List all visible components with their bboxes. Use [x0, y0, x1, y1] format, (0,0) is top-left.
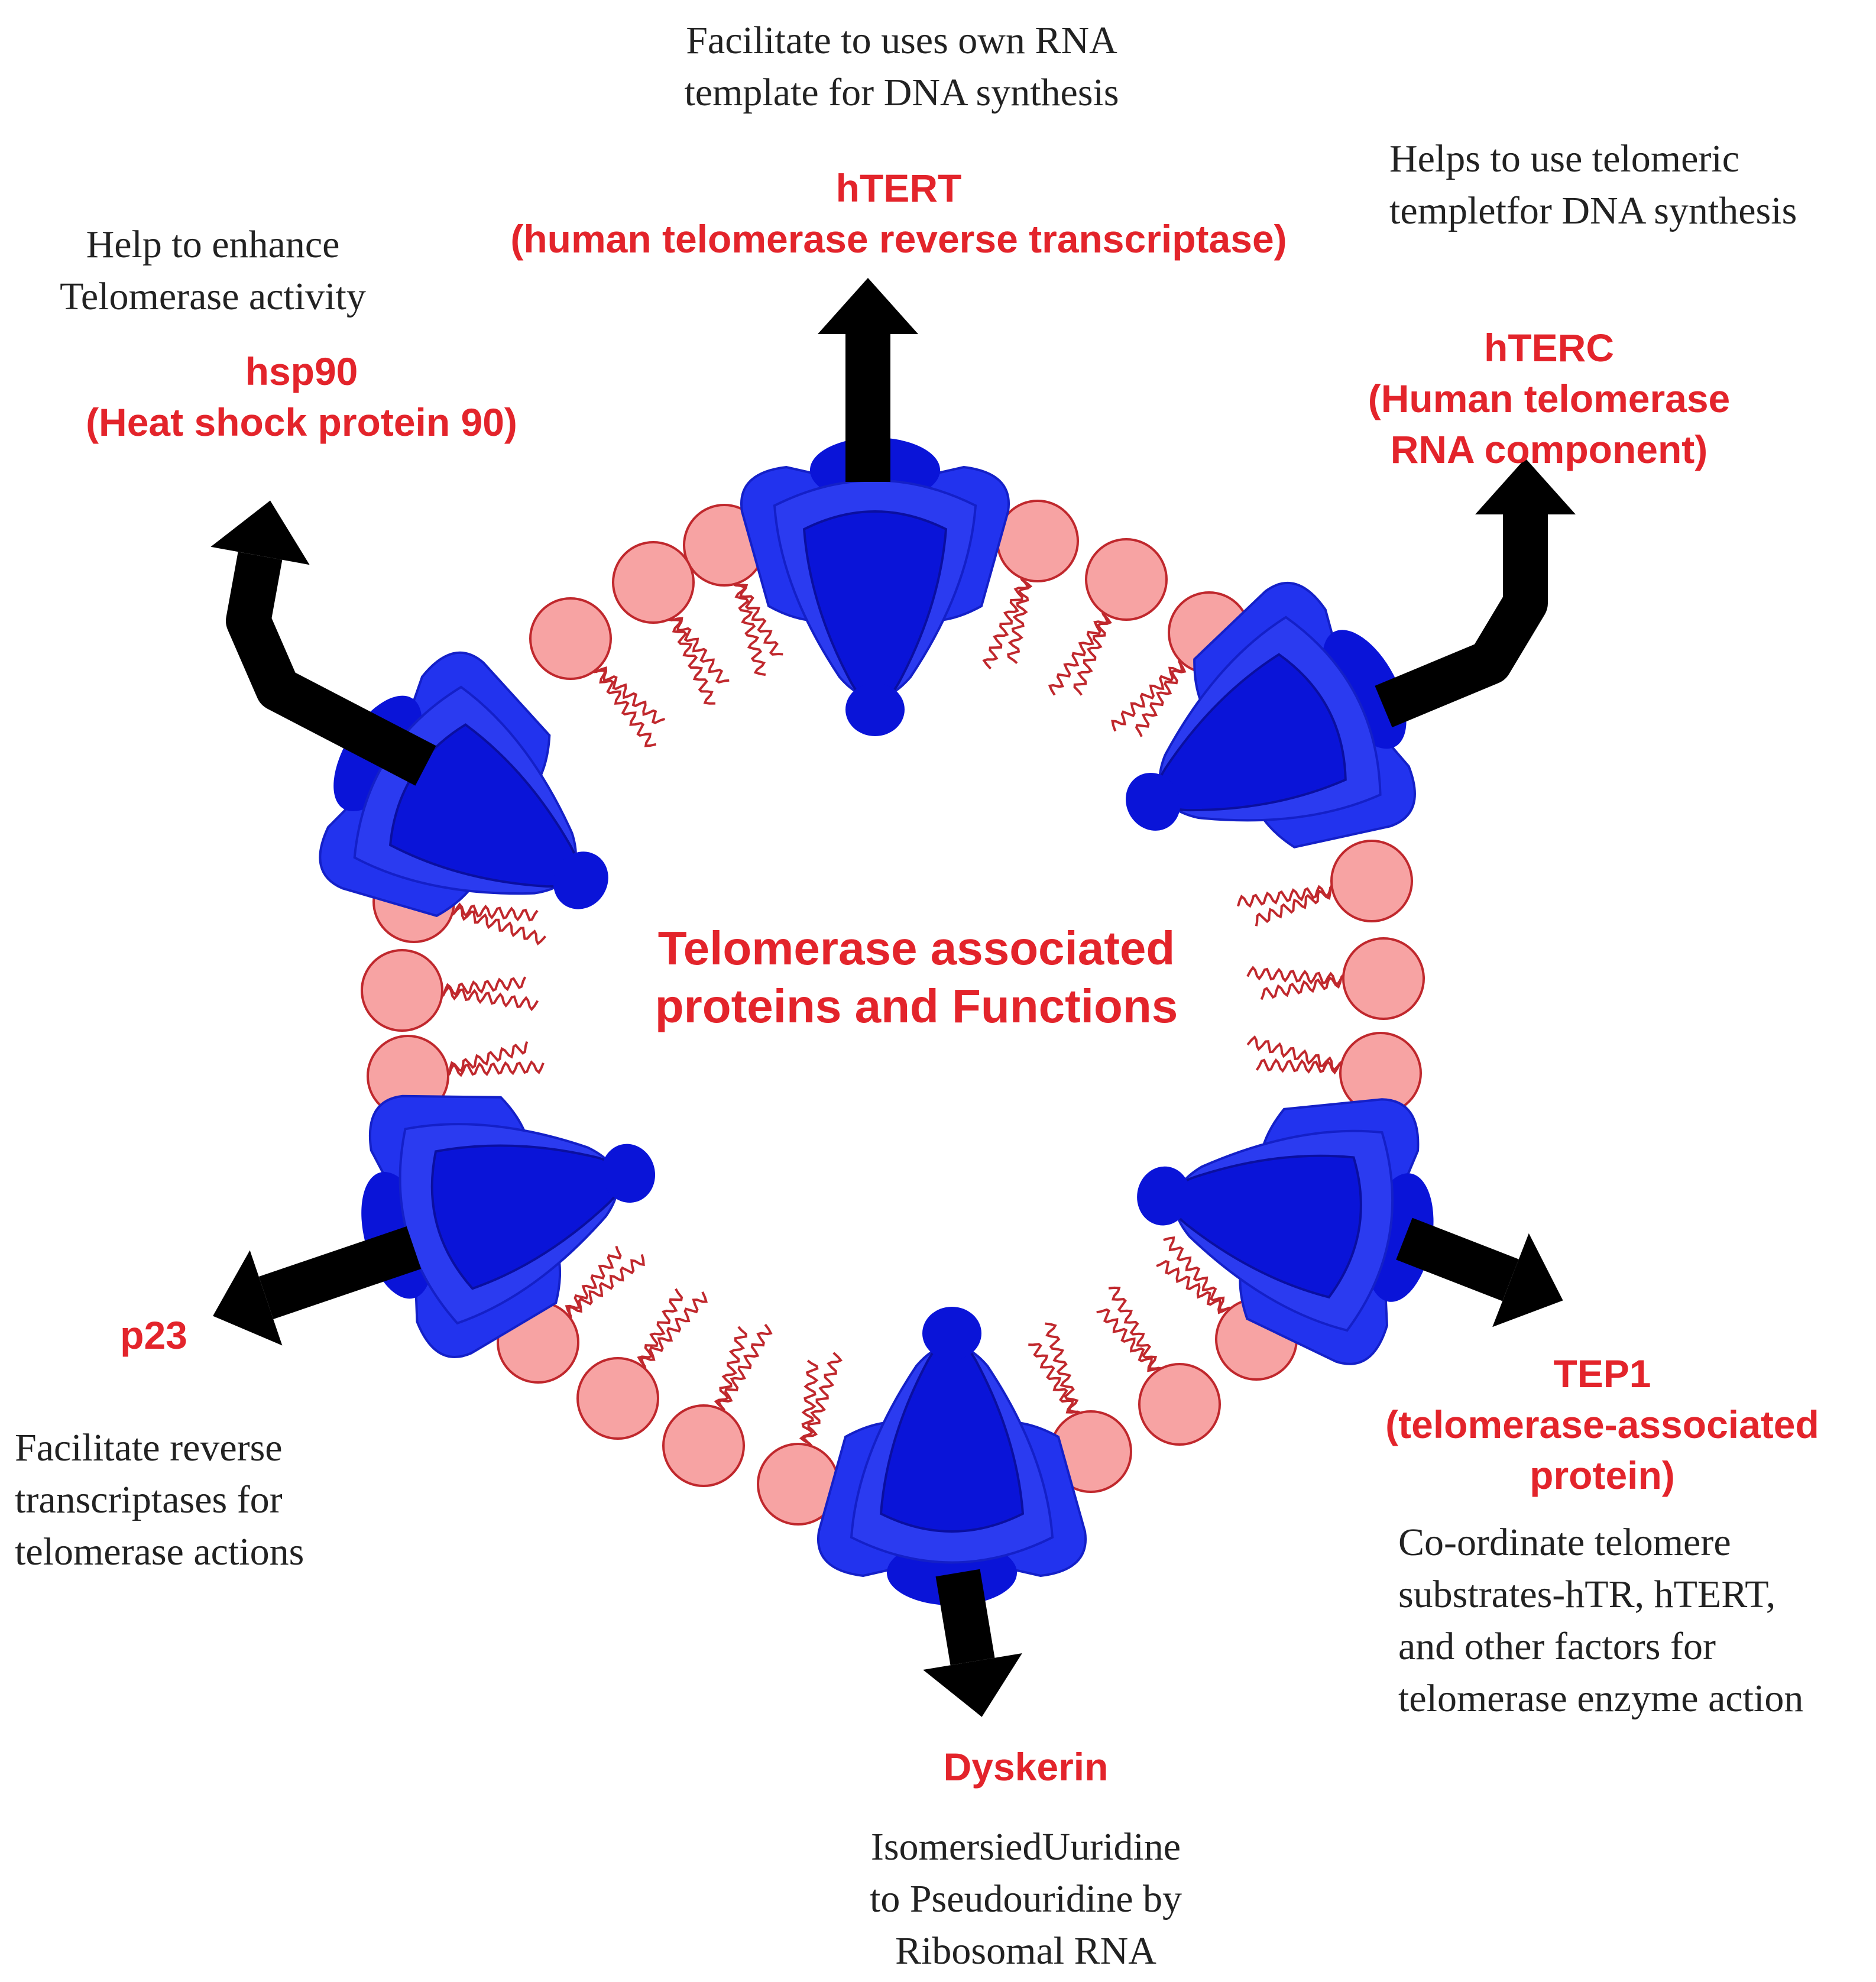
lipid-tail — [564, 1245, 622, 1320]
p23-arrow-head — [213, 1250, 283, 1346]
lipid-tail — [1260, 974, 1348, 1000]
lipid-head — [996, 500, 1079, 582]
lipid-tail — [438, 976, 527, 998]
lipid-tail — [1246, 966, 1348, 987]
lipid-head — [1138, 1363, 1221, 1446]
lipid-tail — [591, 665, 657, 747]
lipid-tail — [668, 613, 730, 684]
lipid-tail — [1108, 1286, 1164, 1375]
lipid-tail — [1045, 1322, 1083, 1419]
lipid-tail — [639, 1291, 708, 1372]
p23-label: p23 — [120, 1313, 187, 1357]
dyskerin-protein — [817, 1307, 1087, 1605]
lipid-tail — [448, 902, 539, 922]
lipid-tail — [1255, 1058, 1346, 1075]
lipid-tail — [717, 1323, 773, 1414]
dyskerin-arrow-shaft — [935, 1569, 995, 1666]
tep1-protein — [1137, 1098, 1434, 1365]
htert-function: Facilitate to uses own RNA template for … — [684, 19, 1119, 114]
hterc-arrow-head — [1475, 458, 1576, 514]
lipid-tail — [443, 1041, 529, 1076]
tep1-arrow-shaft — [1396, 1217, 1519, 1301]
lipid-tails — [438, 575, 1348, 1450]
lipid-tail — [1135, 658, 1187, 737]
lipid-head — [1330, 840, 1413, 922]
hterc-label: hTERC (Human telomerase RNA component) — [1368, 326, 1731, 471]
htert-arrow-head — [818, 278, 918, 334]
lipid-tail — [1096, 1308, 1162, 1375]
hsp90-arrow-head — [210, 500, 310, 565]
lipid-tail — [1156, 1260, 1232, 1314]
lipid-head — [576, 1357, 659, 1440]
lipid-tail — [714, 1326, 747, 1414]
p23-protein — [361, 1094, 656, 1359]
lipid-tail — [1028, 1343, 1081, 1419]
htert-label: hTERT (human telomerase reverse transcri… — [510, 166, 1287, 261]
lipid-head — [361, 949, 443, 1032]
lipid-head — [1342, 937, 1425, 1020]
lipid-tail — [443, 1060, 545, 1077]
protein-complexes — [319, 438, 1434, 1605]
lipid-tail — [448, 905, 546, 945]
lipid-tail — [1255, 885, 1337, 927]
lipid-tail — [563, 1254, 645, 1322]
tep1-arrow-head — [1492, 1233, 1563, 1327]
lipid-tail — [1246, 1035, 1346, 1073]
p23-arrow-shaft — [258, 1226, 422, 1319]
lipid-head — [529, 597, 612, 680]
p23-function: Facilitate reverse transcriptases for te… — [15, 1426, 304, 1573]
lipid-tail — [731, 578, 766, 676]
hsp90-arrow-shaft — [226, 552, 436, 786]
hterc-protein — [1126, 581, 1416, 848]
dyskerin-function: IsomersiedUuridine to Pseudouridine by R… — [870, 1825, 1182, 1973]
lipid-tail — [666, 613, 716, 705]
diagram-title: Telomerase associated proteins and Funct… — [655, 922, 1178, 1032]
lipid-tail — [733, 578, 783, 656]
lipid-tail — [1111, 657, 1186, 732]
hterc-function: Helps to use telomeric templetfor DNA sy… — [1389, 137, 1797, 232]
lipid-tail — [1237, 883, 1337, 908]
tep1-function: Co-ordinate telomere substrates-hTR, hTE… — [1398, 1521, 1804, 1720]
hterc-arrow-shaft — [1375, 514, 1548, 728]
lipid-tail — [982, 575, 1030, 670]
lipid-tail — [438, 985, 539, 1012]
lipid-tail — [1163, 1236, 1234, 1315]
pointer-arrows — [210, 278, 1576, 1717]
lipid-head — [662, 1404, 745, 1487]
dyskerin-label: Dyskerin — [943, 1745, 1109, 1789]
lipid-tail — [799, 1359, 819, 1450]
lipid-tail — [1048, 609, 1110, 696]
lipid-tail — [592, 665, 666, 724]
hsp90-label: hsp90 (Heat shock protein 90) — [86, 349, 517, 444]
htert-protein — [740, 438, 1010, 736]
dyskerin-arrow-head — [923, 1653, 1022, 1717]
lipid-tail — [637, 1288, 683, 1370]
hsp90-function: Help to enhance Telomerase activity — [60, 223, 366, 318]
lipid-tail — [802, 1352, 843, 1450]
lipid-tail — [1073, 610, 1112, 696]
lipid-tail — [1007, 575, 1033, 665]
lipid-head — [612, 541, 695, 624]
lipid-head — [1085, 538, 1168, 621]
tep1-label: TEP1 (telomerase-associated protein) — [1385, 1352, 1819, 1497]
